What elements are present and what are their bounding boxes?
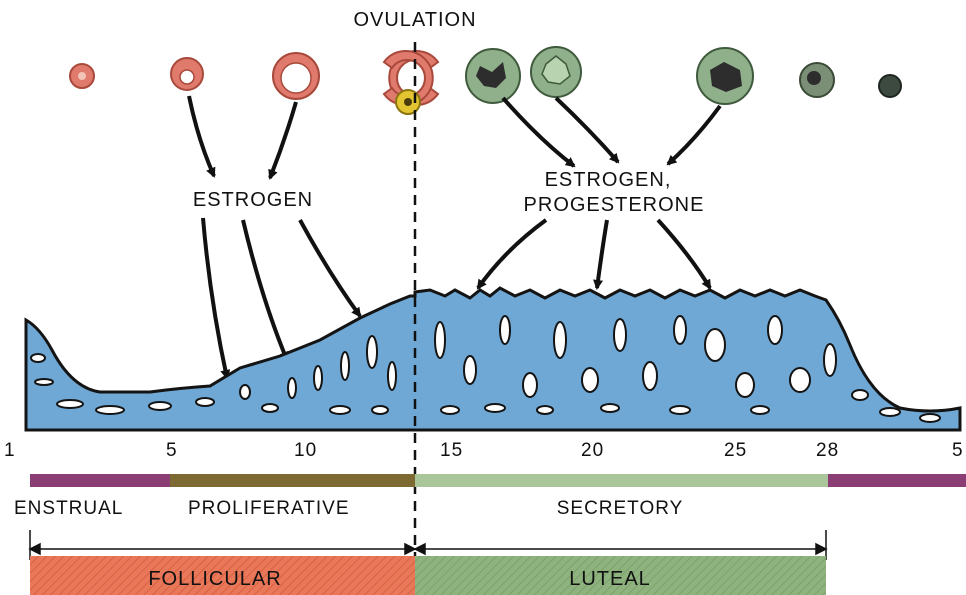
day-axis: 1 5 10 15 20 25 28 5	[4, 440, 964, 461]
arrow	[668, 106, 720, 164]
day-tick: 20	[581, 440, 604, 461]
arrow	[597, 220, 607, 288]
corpus-luteum-icon	[531, 47, 581, 97]
menstrual-bar	[828, 474, 966, 487]
day-tick: 1	[4, 440, 16, 461]
day-tick: 28	[816, 440, 839, 461]
corpus-luteum-icon	[879, 75, 901, 97]
estrogen-progesterone-label-line2: PROGESTERONE	[524, 194, 705, 216]
arrow	[203, 218, 227, 378]
day-tick: 10	[294, 440, 317, 461]
corpus-luteum-icon	[697, 48, 753, 104]
luteal-label: LUTEAL	[569, 568, 651, 590]
arrow	[478, 220, 546, 288]
arrow	[503, 98, 574, 166]
proliferative-label: PROLIFERATIVE	[188, 498, 350, 519]
arrow	[556, 98, 618, 162]
arrow	[189, 96, 214, 176]
ovarian-cycle-row	[70, 47, 901, 114]
menstrual-label: ENSTRUAL	[14, 498, 123, 519]
endometrium	[26, 288, 960, 430]
corpus-luteum-icon	[800, 63, 834, 97]
arrow	[243, 220, 287, 360]
arrow	[300, 220, 360, 316]
day-tick: 15	[440, 440, 463, 461]
day-tick: 5	[952, 440, 964, 461]
day-tick: 5	[166, 440, 178, 461]
follicle-icon	[171, 58, 203, 90]
menstrual-bar	[30, 474, 170, 487]
secretory-bar	[415, 474, 828, 487]
proliferative-bar	[170, 474, 415, 487]
follicle-icon	[273, 53, 319, 99]
follicle-icon	[70, 64, 94, 88]
arrow	[658, 220, 710, 288]
phase-brackets	[30, 530, 826, 560]
day-tick: 25	[724, 440, 747, 461]
corpus-luteum-icon	[466, 49, 520, 103]
follicular-label: FOLLICULAR	[148, 568, 281, 590]
ovulation-label: OVULATION	[353, 9, 476, 31]
endometrial-phase-bar	[30, 474, 966, 487]
ovum-icon	[396, 90, 420, 114]
estrogen-progesterone-label-line1: ESTROGEN,	[545, 169, 672, 191]
secretory-label: SECRETORY	[557, 498, 684, 519]
estrogen-label: ESTROGEN	[193, 189, 313, 211]
arrow	[270, 102, 296, 178]
